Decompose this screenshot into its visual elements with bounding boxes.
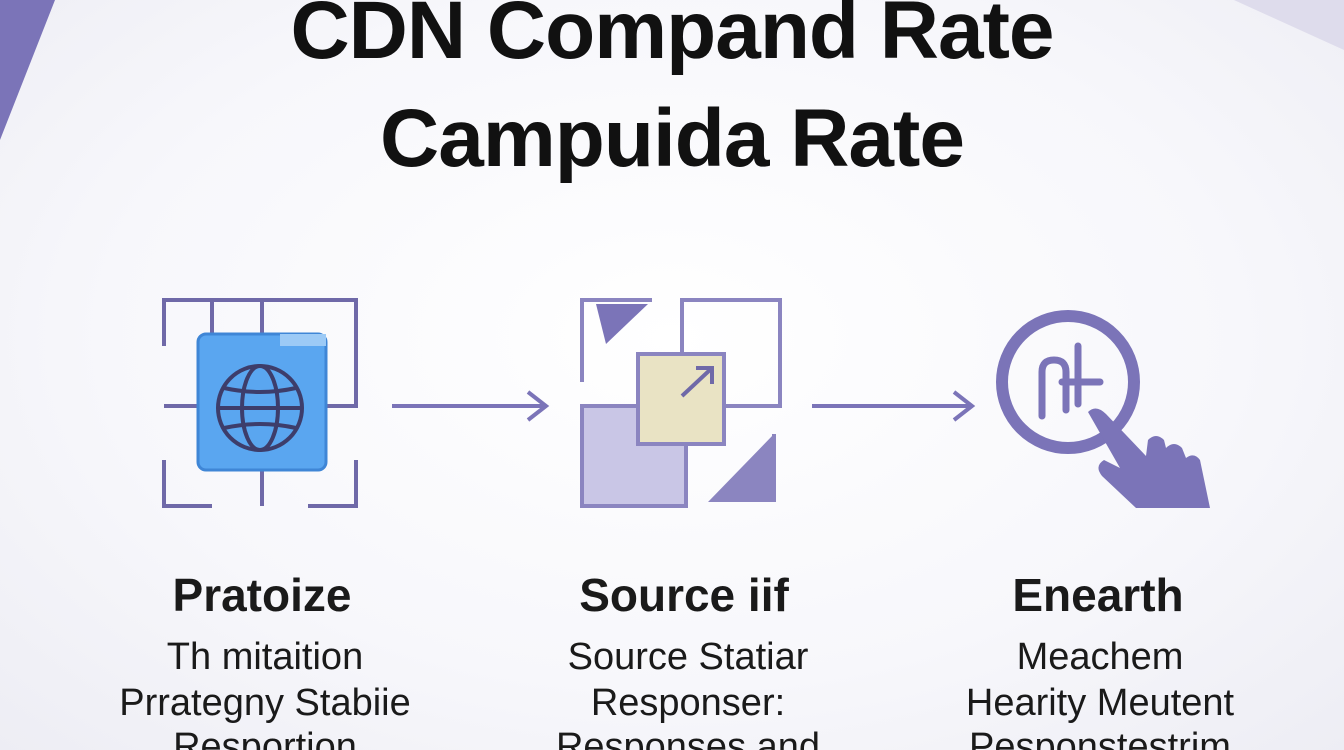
step-3-line-2: Hearity Meutent bbox=[965, 682, 1235, 724]
corner-decoration-icon bbox=[1234, 0, 1344, 50]
overlapping-squares-icon bbox=[580, 298, 782, 508]
step-3-title: Enearth bbox=[1012, 569, 1184, 621]
page-subtitle: Campuida Rate bbox=[380, 93, 965, 184]
search-hand-pointer-icon bbox=[996, 310, 1210, 508]
arrow-right-icon bbox=[812, 390, 976, 422]
step-2-line-1: Source Statiar bbox=[567, 636, 809, 678]
step-2-title: Source iif bbox=[579, 569, 789, 621]
arrow-right-icon bbox=[392, 390, 550, 422]
page-title: CDN Compand Rate bbox=[290, 0, 1054, 76]
step-2-line-3: Responses and bbox=[555, 726, 821, 750]
globe-frame-icon bbox=[162, 298, 358, 508]
step-3-line-1: Meachem bbox=[1016, 636, 1184, 678]
step-1-title: Pratoize bbox=[172, 569, 352, 621]
corner-decoration-icon bbox=[0, 0, 55, 140]
step-3-line-3: Pesponstestrim bbox=[969, 726, 1231, 750]
step-1-line-3: Resportion bbox=[173, 726, 357, 750]
step-1-line-1: Th mitaition bbox=[166, 636, 364, 678]
step-1-line-2: Prrategny Stabiie bbox=[119, 682, 411, 724]
step-2-line-2: Responser: bbox=[590, 682, 786, 724]
